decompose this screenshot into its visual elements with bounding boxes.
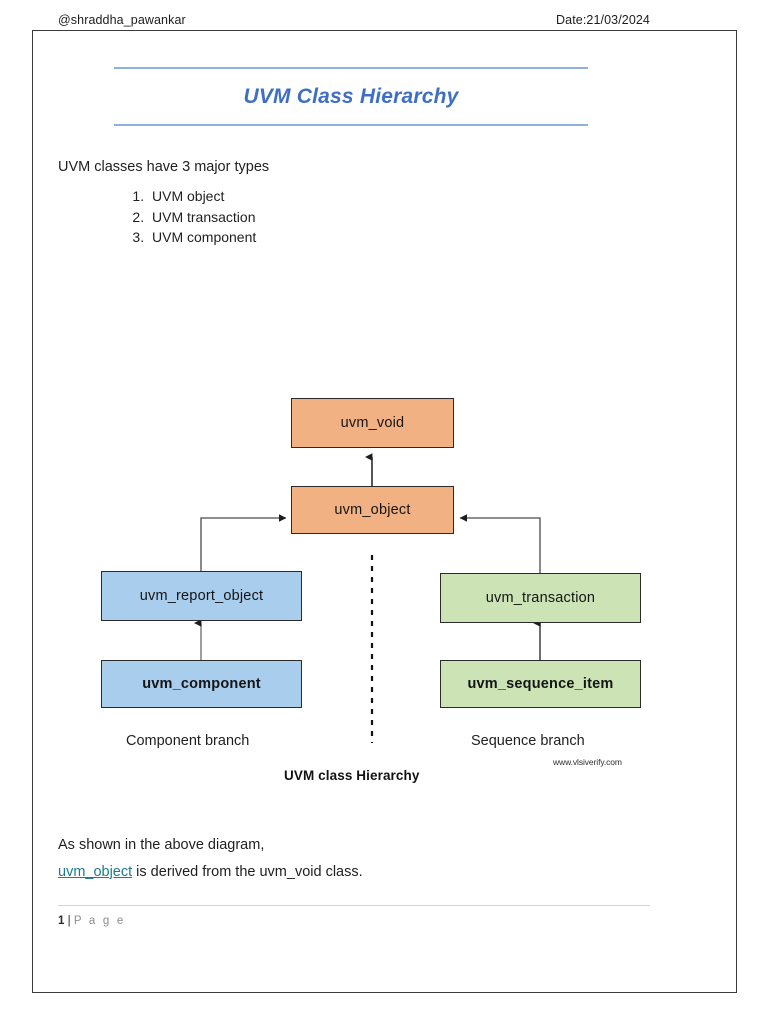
closing-line-2: uvm_object is derived from the uvm_void … [58, 859, 363, 886]
page-title: UVM Class Hierarchy [243, 85, 459, 108]
node-uvm-component[interactable]: uvm_component [101, 660, 302, 708]
node-uvm-void[interactable]: uvm_void [291, 398, 454, 448]
document-header: @shraddha_pawankar Date:21/03/2024 [58, 13, 650, 27]
sequence-branch-label: Sequence branch [471, 733, 585, 749]
footer-separator: | [67, 915, 71, 927]
title-rule-bottom [114, 124, 588, 126]
uvm-class-hierarchy-diagram: uvm_void uvm_object uvm_report_object uv… [58, 355, 650, 783]
node-label: uvm_sequence_item [467, 676, 614, 692]
node-label: uvm_void [340, 415, 405, 431]
node-uvm-report-object[interactable]: uvm_report_object [101, 571, 302, 621]
node-uvm-sequence-item[interactable]: uvm_sequence_item [440, 660, 641, 708]
list-item: UVM transaction [148, 207, 256, 228]
watermark-text: www.vlsiverify.com [553, 757, 622, 767]
node-uvm-object[interactable]: uvm_object [291, 486, 454, 534]
closing-line-1: As shown in the above diagram, [58, 837, 265, 853]
footer-divider [58, 905, 650, 906]
list-item: UVM component [148, 227, 256, 248]
node-uvm-transaction[interactable]: uvm_transaction [440, 573, 641, 623]
document-footer: 1 | P a g e [58, 905, 650, 927]
title-block: UVM Class Hierarchy [114, 67, 588, 126]
header-date: Date:21/03/2024 [556, 13, 650, 27]
footer-text: 1 | P a g e [58, 906, 650, 927]
footer-page-word: P a g e [73, 915, 126, 927]
closing-paragraph: As shown in the above diagram, uvm_objec… [58, 832, 363, 886]
footer-page-number: 1 [58, 915, 65, 927]
intro-text: UVM classes have 3 major types [58, 159, 270, 175]
figure-caption: UVM class Hierarchy [284, 768, 420, 783]
node-label: uvm_object [334, 502, 411, 518]
uvm-types-list: UVM object UVM transaction UVM component [118, 186, 256, 248]
node-label: uvm_component [142, 676, 261, 692]
diagram-connectors [194, 453, 541, 743]
list-item: UVM object [148, 186, 256, 207]
uvm-object-link[interactable]: uvm_object [58, 863, 133, 880]
header-author: @shraddha_pawankar [58, 13, 186, 27]
node-label: uvm_transaction [485, 590, 596, 606]
closing-line-2-rest: is derived from the uvm_void class. [132, 863, 363, 880]
component-branch-label: Component branch [126, 733, 250, 749]
title-rule-top [114, 67, 588, 69]
node-label: uvm_report_object [139, 588, 264, 604]
